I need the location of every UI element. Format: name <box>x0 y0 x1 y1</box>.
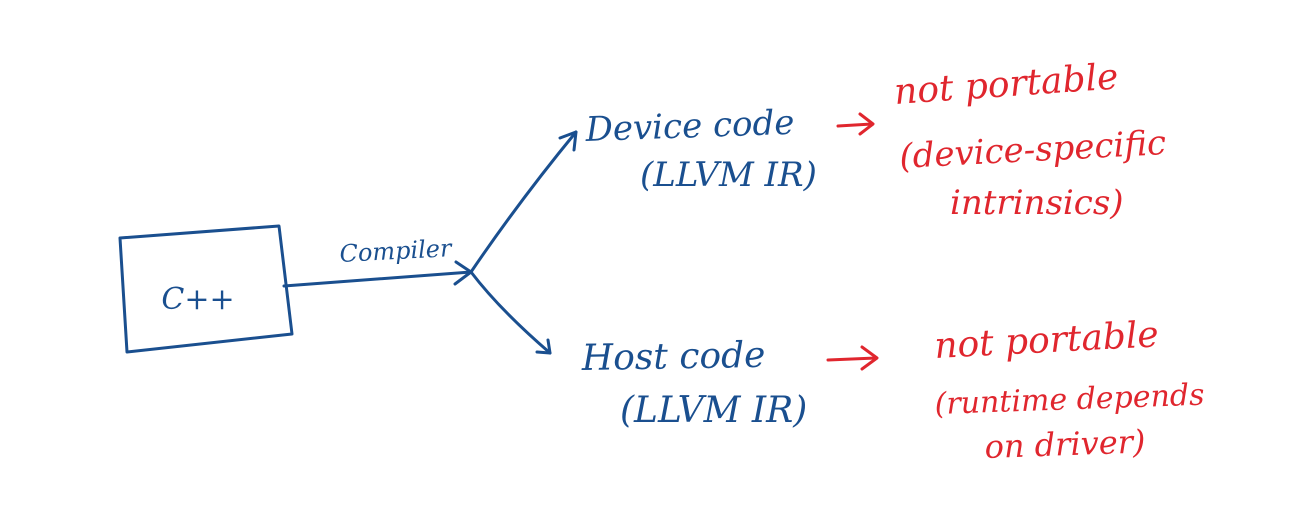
device-note-line3: intrinsics) <box>950 183 1124 223</box>
cpp-label: C++ <box>161 282 234 317</box>
host-note-line1: not portable <box>933 314 1159 367</box>
device-branch-arrow <box>469 130 578 274</box>
device-note-line1: not portable <box>893 56 1120 113</box>
device-note-line2: (device-specific <box>898 123 1167 177</box>
host-note-arrow <box>826 356 878 362</box>
compiler-arrow <box>282 270 473 288</box>
device-note-arrow <box>836 122 874 128</box>
host-branch-arrowhead <box>535 338 552 355</box>
device-note-arrowhead <box>858 112 875 136</box>
compiler-label: Compiler <box>339 234 454 268</box>
host-note-line3: on driver) <box>984 422 1146 466</box>
host-branch-arrow <box>469 270 552 355</box>
host-note-line2: (runtime depends <box>934 378 1205 422</box>
host-ir-label: (LLVM IR) <box>620 390 807 431</box>
device-code-label: Device code <box>584 103 795 150</box>
device-ir-label: (LLVM IR) <box>640 155 817 195</box>
host-note-arrowhead <box>860 345 879 371</box>
cpp-box <box>118 224 294 354</box>
device-branch-arrowhead <box>558 130 578 152</box>
host-code-label: Host code <box>580 335 765 379</box>
